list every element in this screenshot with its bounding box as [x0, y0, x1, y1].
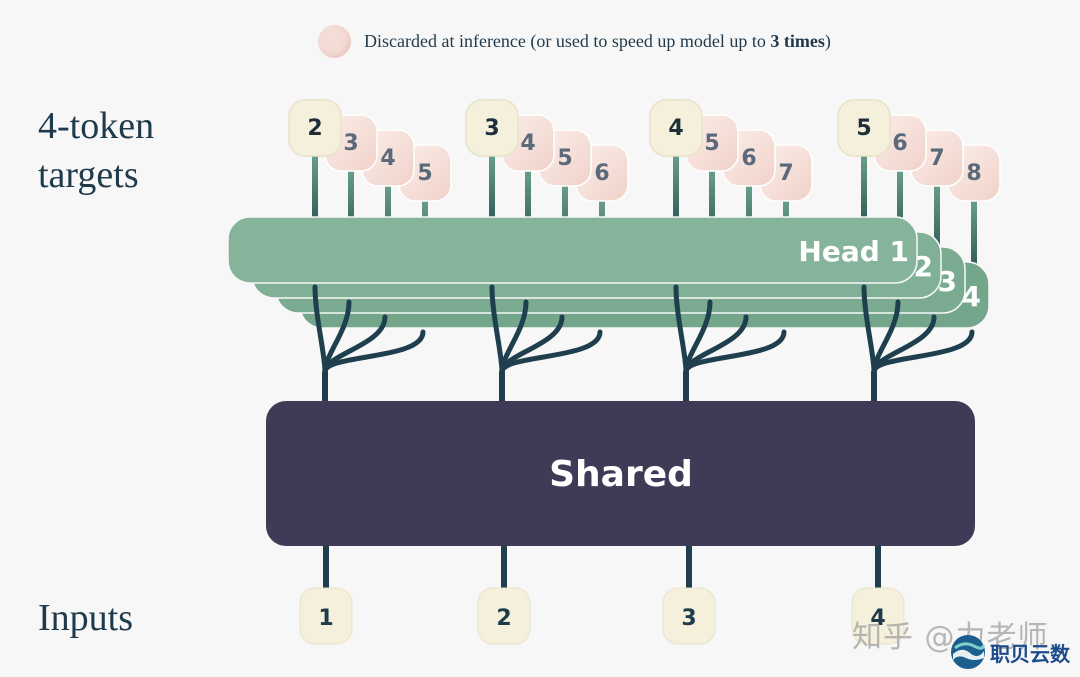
target-token-label: 3 [484, 116, 499, 141]
input-stem [875, 546, 881, 590]
legend-text-prefix: Discarded at inference (or used to speed… [364, 30, 771, 51]
targets-heading-line2: targets [38, 154, 139, 196]
target-token-label: 2 [307, 116, 322, 141]
legend-text-suffix: ) [824, 30, 831, 51]
brand-logo-icon [951, 635, 985, 669]
branch-to-head-4 [322, 329, 426, 375]
head-3-label: 3 [938, 265, 957, 298]
input-token-label: 2 [496, 606, 511, 631]
target-token-label: 5 [704, 131, 719, 156]
target-token-label: 5 [557, 146, 572, 171]
target-stem [489, 146, 495, 225]
target-stem [673, 146, 679, 225]
target-token-label: 5 [856, 116, 871, 141]
target-token-label: 6 [741, 146, 756, 171]
legend: Discarded at inference (or used to speed… [318, 24, 831, 58]
input-stem [686, 546, 692, 590]
watermark: 知乎 @力老师 [852, 620, 1049, 655]
input-token-label: 1 [318, 606, 333, 631]
inputs-heading: Inputs [38, 597, 133, 639]
target-token-kept [465, 99, 519, 157]
target-token-label: 6 [594, 161, 609, 186]
head-1-box [227, 216, 918, 284]
legend-text: Discarded at inference (or used to speed… [364, 31, 831, 52]
target-stem [312, 146, 318, 225]
target-token-label: 8 [966, 161, 981, 186]
target-stem [861, 146, 867, 225]
shared-block [266, 401, 975, 546]
targets-heading-line1: 4-token [38, 105, 155, 147]
target-token-label: 6 [892, 131, 907, 156]
legend-text-bold: 3 times [770, 30, 825, 51]
input-token-4 [851, 587, 905, 645]
target-token-label: 5 [417, 161, 432, 186]
shared-label: Shared [549, 454, 693, 495]
target-stem [971, 191, 977, 270]
branch-to-head-4 [871, 329, 975, 375]
target-token-label: 4 [668, 116, 683, 141]
target-token-kept [649, 99, 703, 157]
input-stem [323, 546, 329, 590]
target-token-kept [837, 99, 891, 157]
head-2-label: 2 [914, 250, 933, 283]
target-token-label: 3 [343, 131, 358, 156]
head-4-label: 4 [962, 280, 981, 313]
brand-name: 职贝云数 [990, 641, 1070, 666]
input-token-2 [477, 587, 531, 645]
head-1-label: Head 1 [798, 235, 909, 268]
target-token-kept [288, 99, 342, 157]
targets-heading: 4-token targets [38, 102, 154, 200]
input-token-label: 4 [870, 606, 885, 631]
target-token-label: 4 [380, 146, 395, 171]
input-token-1 [299, 587, 353, 645]
input-stem [501, 546, 507, 590]
branch-to-head-4 [683, 329, 787, 375]
target-token-label: 7 [778, 161, 793, 186]
brand-badge: 职贝云数 [950, 634, 1070, 670]
branch-to-head-4 [499, 329, 603, 375]
input-token-3 [662, 587, 716, 645]
target-stem [934, 176, 940, 255]
discarded-legend-swatch [318, 24, 351, 58]
target-token-label: 7 [929, 146, 944, 171]
input-token-label: 3 [681, 606, 696, 631]
target-token-label: 4 [520, 131, 535, 156]
